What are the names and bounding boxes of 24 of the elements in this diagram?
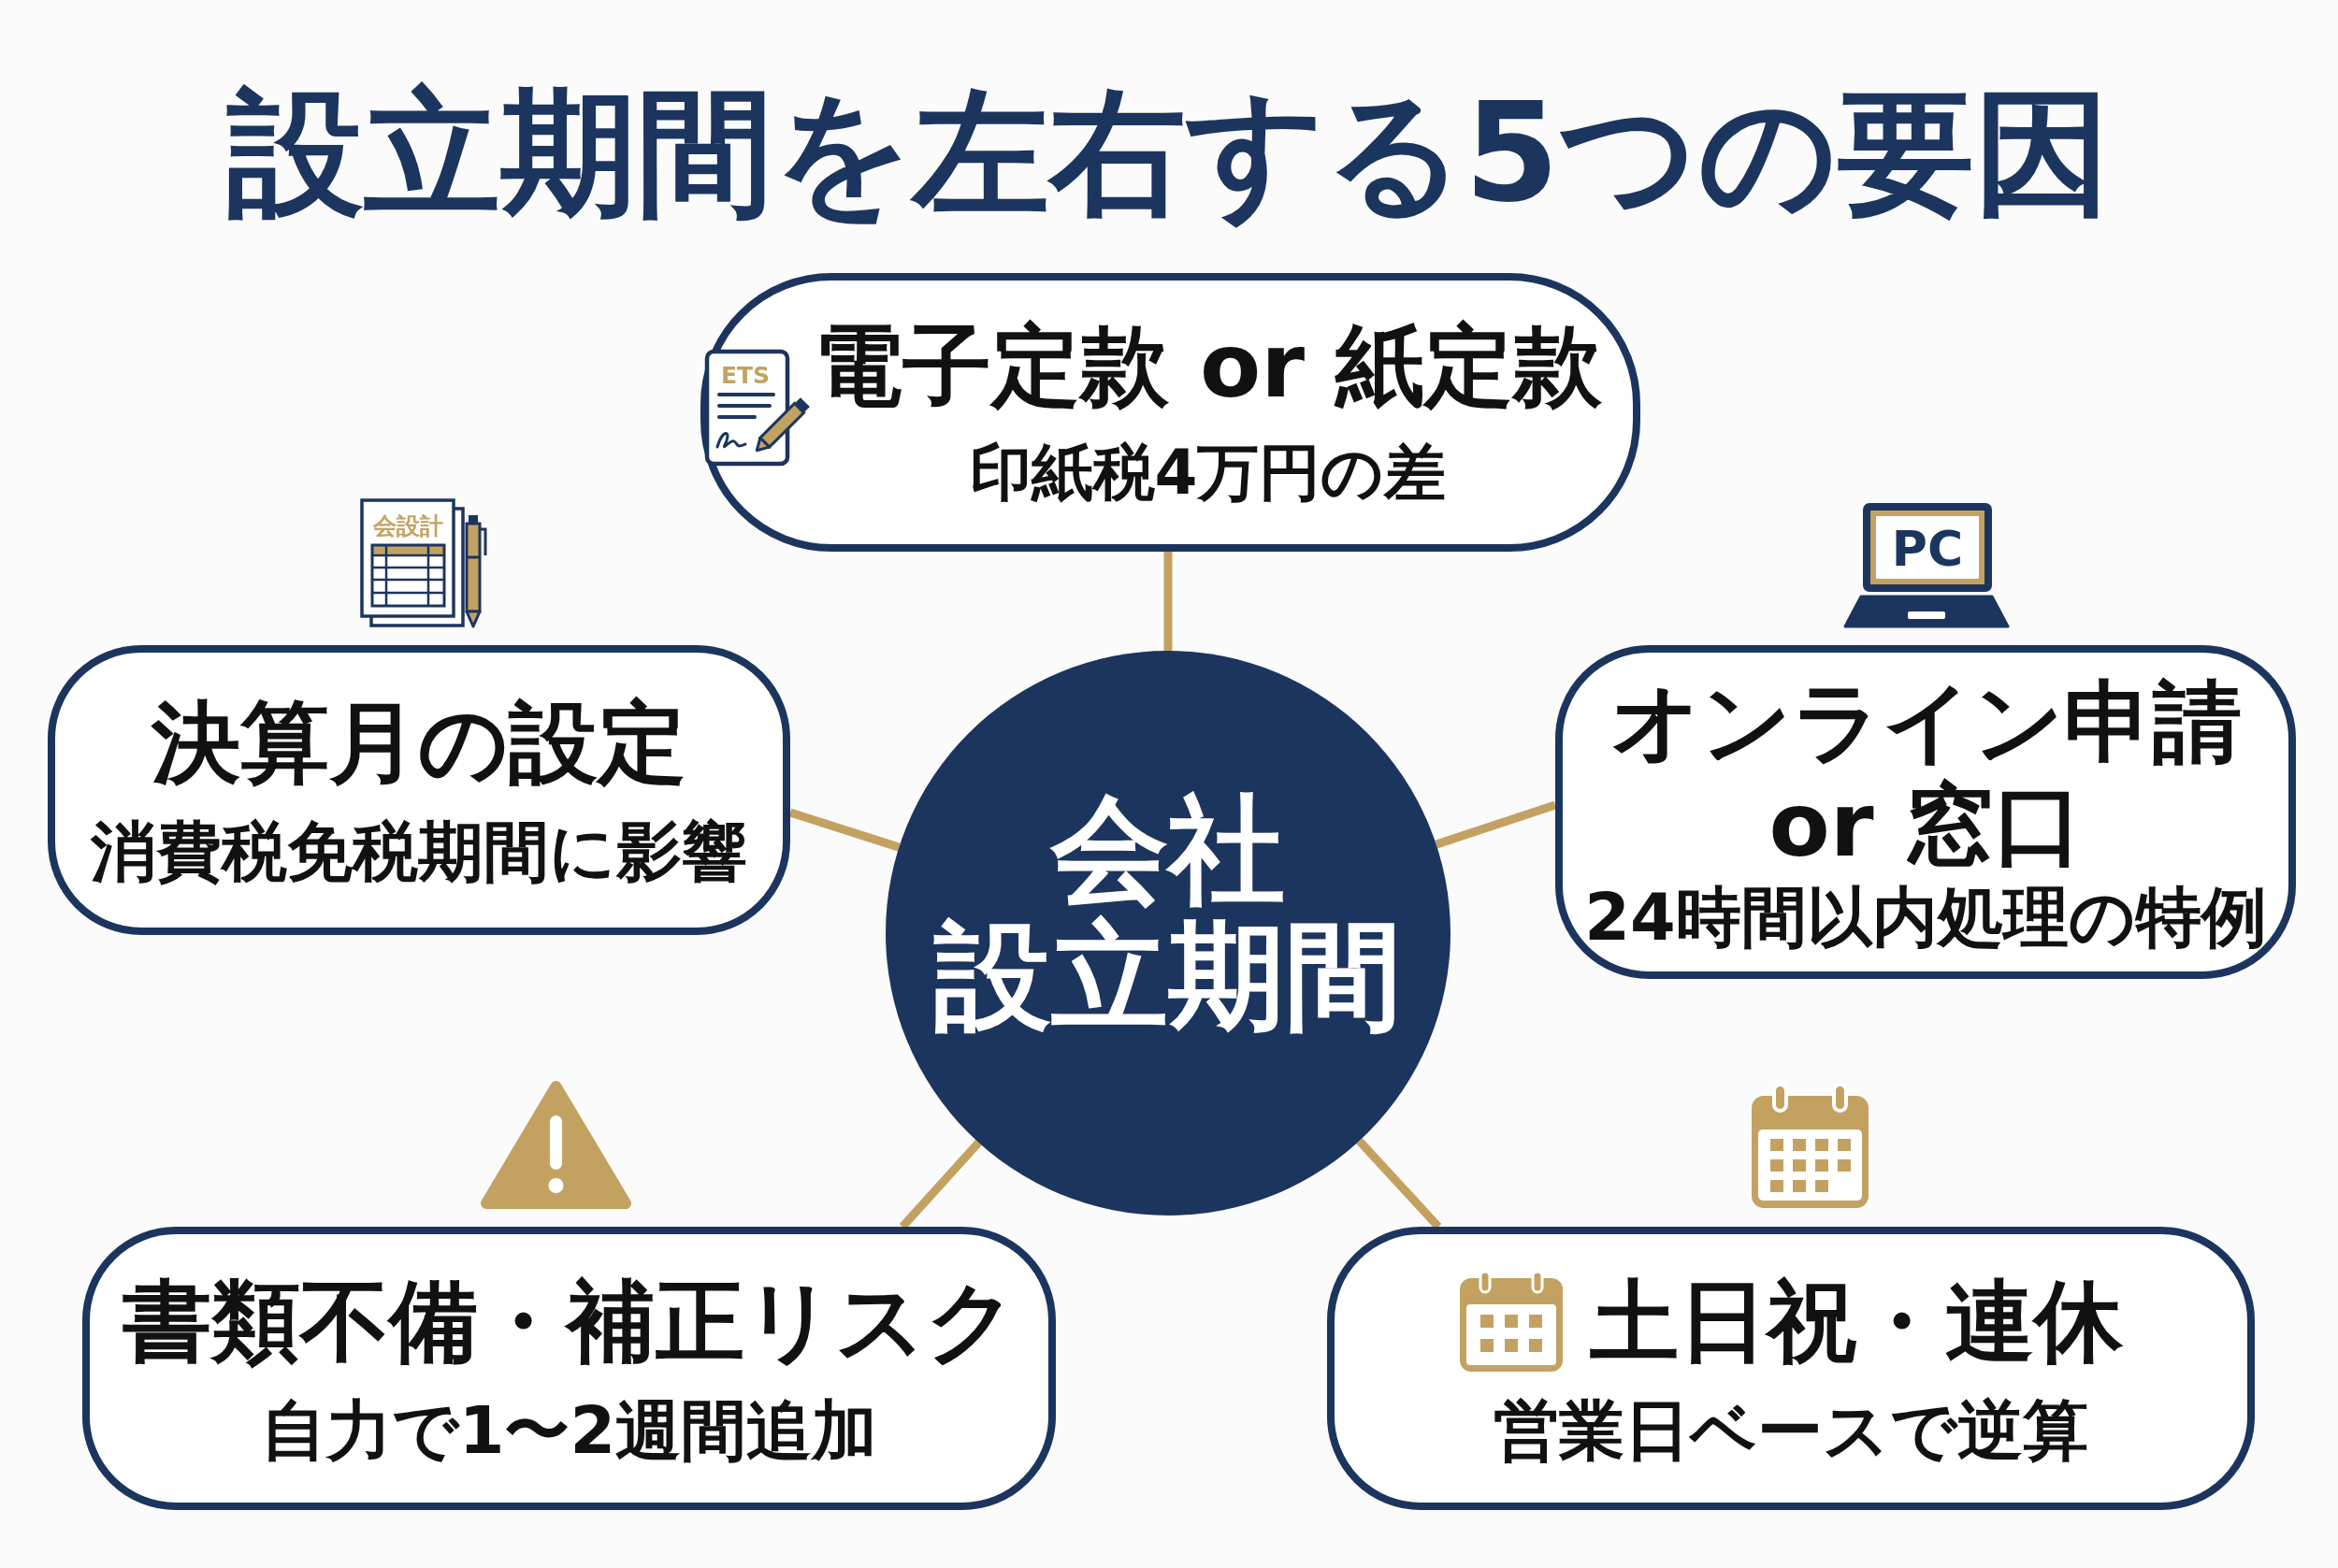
box-heading: 書類不備・補正リスク: [122, 1269, 1017, 1373]
box-text: 印紙税4万円の差: [969, 436, 1447, 511]
rounded-box: [1327, 1227, 2255, 1510]
icon-text: ETS: [720, 363, 771, 387]
connector-line: [899, 1139, 982, 1230]
box-heading: 電子定款 or 紙定款: [813, 314, 1603, 417]
box-text: 自力で1〜2週間追加: [260, 1392, 878, 1468]
box-text: 24時間以内処理の特例: [1584, 879, 2267, 955]
box-heading: オンライン申請 or 窓口: [1609, 669, 2243, 876]
connector-line: [1435, 800, 1557, 849]
rounded-box: [1555, 645, 2296, 979]
icon-text: PC: [1891, 525, 1964, 573]
circle-text: 会社: [1051, 786, 1285, 913]
title: 設立期間を左右する5つの要因: [226, 73, 2112, 232]
icon-text: 会設計: [372, 513, 443, 538]
connector-line: [788, 808, 901, 852]
rounded-box: [82, 1227, 1056, 1510]
connector-line: [1163, 552, 1173, 651]
rounded-box: [48, 645, 790, 935]
circle-text: 設立期間: [934, 913, 1402, 1039]
box-heading: 土日祝・連休: [1590, 1269, 2123, 1373]
box-text: 営業日ベースで逆算: [1494, 1392, 2088, 1468]
box-text: 消費税免税期間に影響: [91, 814, 747, 889]
box-heading: 決算月の設定: [152, 691, 686, 794]
